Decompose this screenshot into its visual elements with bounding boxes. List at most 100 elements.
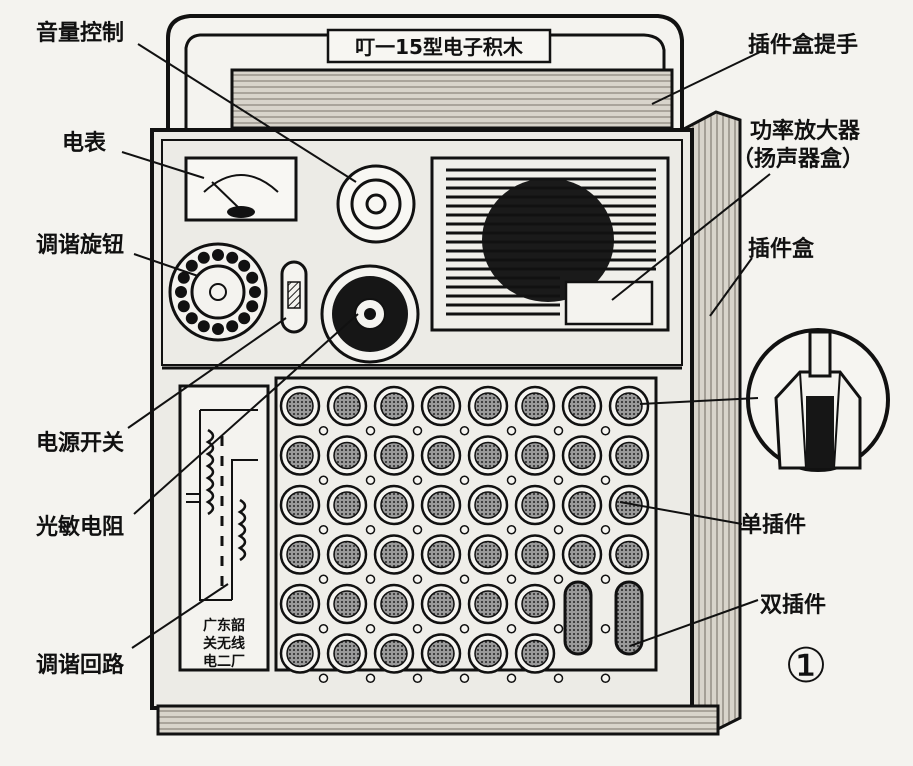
- connector-dot: [553, 525, 564, 535]
- connector-dot: [365, 426, 376, 436]
- connector-dot: [553, 475, 564, 485]
- factory-mark-line-1: 广东韶: [203, 617, 245, 634]
- label-plugin-box: 插件盒: [748, 236, 815, 262]
- single-plugin-socket[interactable]: [568, 392, 596, 420]
- single-plugin-socket[interactable]: [380, 590, 408, 618]
- single-plugin-socket[interactable]: [474, 441, 502, 470]
- label-meter: 电表: [62, 131, 107, 156]
- connector-dot: [318, 426, 329, 436]
- nameplate: 叮一15型电子积木: [326, 28, 552, 64]
- single-plugin-socket[interactable]: [333, 540, 361, 569]
- single-plugin-socket[interactable]: [615, 392, 643, 420]
- single-plugin-socket[interactable]: [286, 441, 314, 470]
- knob-tooth: [226, 320, 239, 333]
- single-plugin-socket[interactable]: [568, 441, 596, 470]
- single-plugin-socket[interactable]: [333, 491, 361, 519]
- connector-dot: [412, 475, 423, 485]
- label-volume-control: 音量控制: [36, 20, 124, 46]
- label-double-plugin: 双插件: [760, 593, 826, 618]
- connector-dot: [365, 624, 376, 634]
- connector-dot: [412, 673, 423, 683]
- figure-number-text: ①: [784, 638, 827, 694]
- single-plugin-socket[interactable]: [333, 441, 361, 470]
- speaker-label-window: [564, 280, 654, 326]
- connector-dot: [318, 624, 329, 634]
- single-plugin-socket[interactable]: [427, 540, 455, 569]
- tuning-circuit-board: 广东韶 关无线 电二厂: [178, 384, 270, 672]
- single-plugin-socket[interactable]: [286, 540, 314, 569]
- connector-dot: [506, 673, 517, 683]
- single-plugin-socket[interactable]: [427, 441, 455, 470]
- double-plugin-slot[interactable]: [614, 580, 644, 656]
- connector-dot: [318, 673, 329, 683]
- single-plugin-socket[interactable]: [427, 392, 455, 420]
- single-plugin-socket[interactable]: [380, 441, 408, 470]
- speaker-box: [430, 156, 670, 332]
- power-switch[interactable]: [280, 260, 308, 334]
- single-plugin-socket[interactable]: [474, 392, 502, 420]
- single-plugin-socket[interactable]: [615, 540, 643, 569]
- label-single-plugin: 单插件: [740, 513, 806, 538]
- single-plugin-socket[interactable]: [333, 590, 361, 618]
- single-plugin-socket[interactable]: [427, 590, 455, 618]
- single-plugin-socket[interactable]: [286, 639, 314, 668]
- single-plugin-socket[interactable]: [427, 491, 455, 519]
- connector-dot: [600, 574, 611, 584]
- knob-tooth: [185, 259, 198, 272]
- knob-tooth: [212, 323, 224, 335]
- single-plugin-socket[interactable]: [380, 491, 408, 519]
- connector-dot: [600, 525, 611, 535]
- single-plugin-socket[interactable]: [568, 491, 596, 519]
- knob-tooth: [197, 251, 210, 264]
- single-plugin-socket[interactable]: [427, 639, 455, 668]
- single-plugin-socket[interactable]: [286, 392, 314, 420]
- single-plugin-socket[interactable]: [380, 540, 408, 569]
- connector-dot: [318, 475, 329, 485]
- volume-knob[interactable]: [336, 164, 416, 244]
- single-plugin-socket[interactable]: [521, 590, 549, 618]
- connector-dot: [506, 475, 517, 485]
- knob-tooth: [185, 312, 198, 325]
- leader-lines: [121, 43, 771, 649]
- connector-dot: [553, 426, 564, 436]
- label-tuning-knob: 调谐旋钮: [36, 232, 124, 258]
- single-plugin-socket[interactable]: [521, 540, 549, 569]
- single-plugin-socket[interactable]: [521, 441, 549, 470]
- single-plugin-socket[interactable]: [615, 441, 643, 470]
- label-photoresistor: 光敏电阻: [35, 514, 124, 540]
- knob-tooth: [197, 320, 210, 333]
- double-plugin-slot[interactable]: [563, 580, 593, 656]
- carry-handle: [166, 14, 684, 132]
- label-power-switch: 电源开关: [36, 431, 124, 456]
- single-plugin-socket[interactable]: [380, 392, 408, 420]
- single-plugin-socket[interactable]: [521, 639, 549, 668]
- single-plugin-socket[interactable]: [286, 491, 314, 519]
- single-plugin-socket[interactable]: [521, 491, 549, 519]
- connector-dot: [459, 426, 470, 436]
- knob-tooth: [175, 286, 187, 298]
- label-power-amp-sub: （扬声器盒）: [732, 146, 864, 172]
- connector-dot: [318, 574, 329, 584]
- knob-tooth: [226, 251, 239, 264]
- knob-tooth: [246, 271, 259, 284]
- tuning-knob[interactable]: [168, 242, 268, 342]
- connector-dot: [459, 673, 470, 683]
- connector-dot: [506, 426, 517, 436]
- single-plugin-socket[interactable]: [380, 639, 408, 668]
- knob-tooth: [212, 249, 224, 261]
- connector-dot: [600, 426, 611, 436]
- single-plugin-socket[interactable]: [568, 540, 596, 569]
- single-plugin-socket[interactable]: [333, 392, 361, 420]
- base-wood: [156, 704, 720, 736]
- label-power-amp: 功率放大器: [750, 118, 861, 144]
- single-plugin-socket[interactable]: [474, 491, 502, 519]
- connector-dot: [553, 574, 564, 584]
- single-plugin-socket[interactable]: [521, 392, 549, 420]
- single-plugin-socket[interactable]: [474, 590, 502, 618]
- single-plugin-socket[interactable]: [286, 590, 314, 618]
- knob-tooth: [238, 259, 251, 272]
- single-plugin-socket[interactable]: [474, 639, 502, 668]
- knob-tooth: [246, 300, 259, 313]
- single-plugin-socket[interactable]: [474, 540, 502, 569]
- single-plugin-socket[interactable]: [333, 639, 361, 668]
